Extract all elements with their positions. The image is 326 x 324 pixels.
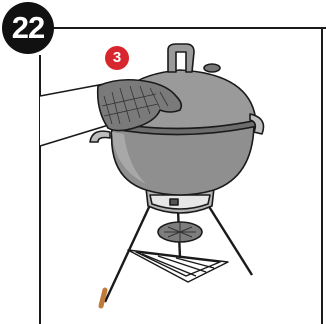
vent-handle	[170, 199, 178, 205]
grill-legs	[105, 205, 252, 302]
substep-number-badge: 3	[105, 46, 129, 70]
lid-handle	[168, 44, 194, 72]
bottom-rack	[128, 250, 228, 282]
top-vent	[204, 64, 220, 72]
leg-foot-left	[101, 290, 105, 306]
vent-plate	[150, 195, 210, 209]
side-handle-left	[90, 131, 110, 142]
step-number-badge: 22	[2, 2, 54, 54]
